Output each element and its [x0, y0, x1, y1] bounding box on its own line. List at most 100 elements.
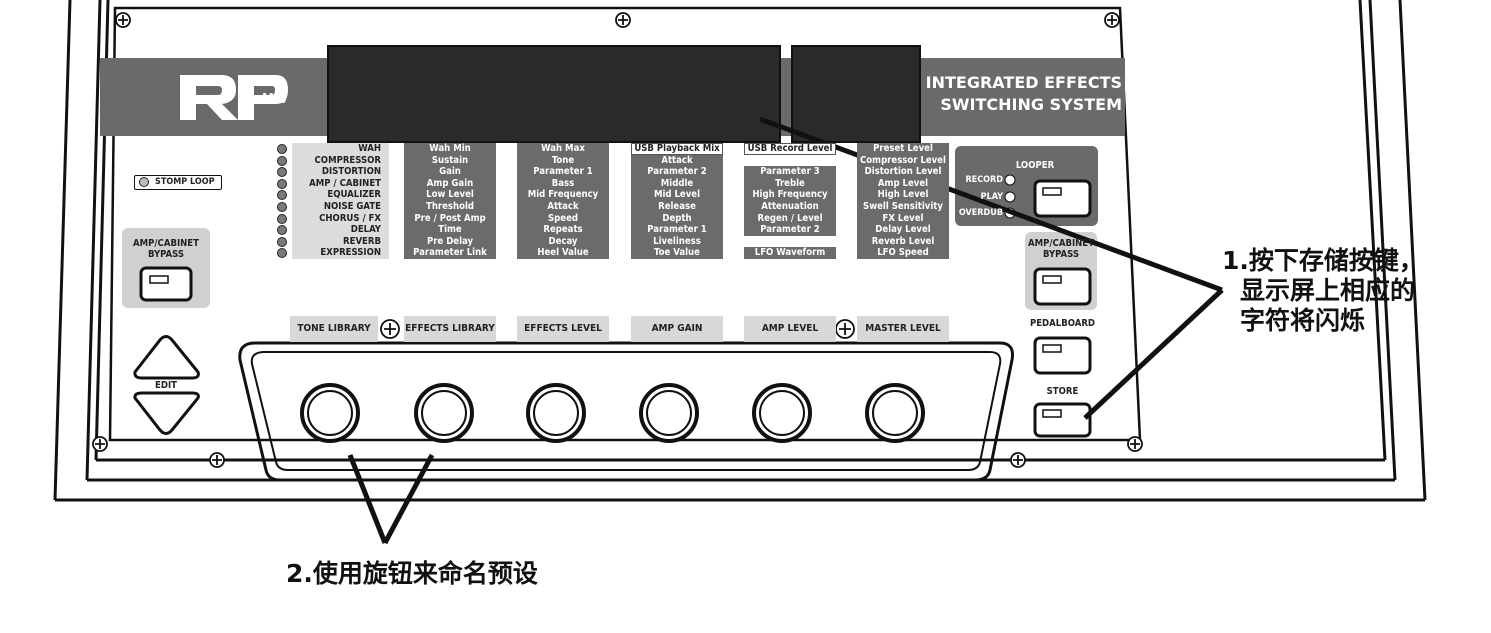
- parameter-label: Depth: [631, 212, 723, 225]
- parameter-label: USB Record Level: [744, 143, 836, 155]
- parameter-label: Pre / Post Amp: [404, 212, 496, 225]
- parameter-label: Attenuation: [744, 201, 836, 213]
- looper-play: PLAY: [980, 192, 1003, 202]
- parameter-label: [744, 236, 836, 248]
- parameter-label: Middle: [631, 177, 723, 190]
- parameter-label: Parameter 1: [631, 224, 723, 237]
- parameter-label: Wah Min: [404, 143, 496, 155]
- parameter-label: Gain: [404, 166, 496, 179]
- parameter-label: Pre Delay: [404, 235, 496, 248]
- annotation-knobs: 2.使用旋钮来命名预设: [286, 559, 538, 588]
- annotation-store: 1.按下存储按键， 显示屏上相应的 字符将闪烁: [1222, 246, 1424, 336]
- effect-label: EQUALIZER: [292, 189, 389, 202]
- amp-bypass-left-line2: BYPASS: [147, 249, 185, 260]
- edit-buttons: [133, 335, 200, 435]
- parameter-label: Liveliness: [631, 235, 723, 248]
- annotation-store-line1: 1.按下存储按键，: [1222, 246, 1424, 275]
- effect-led: [277, 190, 287, 201]
- parameter-label: Compressor Level: [857, 154, 949, 167]
- parameter-label: Toe Value: [631, 247, 723, 260]
- parameter-label: LFO Speed: [857, 247, 949, 260]
- effect-led: [277, 144, 287, 154]
- parameter-label: Speed: [517, 212, 609, 225]
- amp-bypass-right-line1: AMP/CABINET: [1028, 238, 1094, 249]
- edit-label: EDIT: [155, 380, 177, 391]
- parameter-label: Delay Level: [857, 224, 949, 237]
- effect-label: WAH: [292, 143, 389, 155]
- annotation-store-line3: 字符将闪烁: [1240, 306, 1366, 335]
- looper-title: LOOPER: [1015, 160, 1055, 171]
- parameter-label: Sustain: [404, 154, 496, 167]
- parameter-label: Distortion Level: [857, 166, 949, 179]
- parameter-label: Repeats: [517, 224, 609, 237]
- knob-label: AMP GAIN: [631, 316, 723, 342]
- looper-record: RECORD: [965, 175, 1003, 185]
- parameter-label: Attack: [631, 154, 723, 167]
- stomp-loop-led: [139, 177, 149, 187]
- effect-led: [277, 225, 287, 236]
- store-label: STORE: [1046, 386, 1079, 397]
- effect-label: COMPRESSOR: [292, 154, 389, 167]
- parameter-label: High Frequency: [744, 189, 836, 202]
- parameter-label: Decay: [517, 235, 609, 248]
- effect-label: NOISE GATE: [292, 201, 389, 213]
- header-right-title: INTEGRATED EFFECTS SWITCHING SYSTEM: [922, 72, 1122, 116]
- effect-led: [277, 202, 287, 212]
- parameter-label: FX Level: [857, 212, 949, 225]
- effect-led: [277, 167, 287, 178]
- amp-bypass-left-line1: AMP/CABINET: [133, 238, 199, 249]
- header-right-line1: INTEGRATED EFFECTS: [925, 73, 1122, 92]
- rp1000-logo: [180, 75, 288, 120]
- effect-led: [277, 178, 287, 189]
- logo-sub: 1000: [262, 92, 287, 107]
- parameter-label: Release: [631, 201, 723, 213]
- annotation-store-line2: 显示屏上相应的: [1240, 276, 1416, 305]
- parameter-label: Tone: [517, 154, 609, 167]
- parameter-label: Mid Frequency: [517, 189, 609, 202]
- effect-label: EXPRESSION: [292, 247, 389, 260]
- amp-bypass-right-label: AMP/CABINET BYPASS: [1025, 238, 1097, 260]
- stomp-loop-indicator: STOMP LOOP: [134, 175, 222, 190]
- parameter-label: Low Level: [404, 189, 496, 202]
- parameter-label: Regen / Level: [744, 212, 836, 225]
- parameter-label: Wah Max: [517, 143, 609, 155]
- parameter-label: Swell Sensitivity: [857, 201, 949, 213]
- knob-bay: [238, 341, 1014, 482]
- knob-label: TONE LIBRARY: [290, 316, 378, 342]
- secondary-display: [791, 45, 921, 143]
- parameter-label: Amp Level: [857, 177, 949, 190]
- amp-bypass-right-line2: BYPASS: [1042, 249, 1080, 260]
- effect-led: [277, 248, 287, 259]
- knob-label: AMP LEVEL: [744, 316, 836, 342]
- knob-label: EFFECTS LIBRARY: [404, 316, 496, 342]
- effect-label: DELAY: [292, 224, 389, 237]
- effect-label: AMP / CABINET: [292, 177, 389, 190]
- annotation-arrows: [347, 116, 1224, 545]
- parameter-label: Threshold: [404, 201, 496, 213]
- screws: [92, 12, 1143, 468]
- parameter-label: Reverb Level: [857, 235, 949, 248]
- effect-led: [277, 236, 287, 247]
- parameter-label: Heel Value: [517, 247, 609, 260]
- parameter-label: Bass: [517, 177, 609, 190]
- parameter-label: Time: [404, 224, 496, 237]
- parameter-label: Parameter 1: [517, 166, 609, 179]
- knobs: [300, 383, 925, 443]
- parameter-label: Parameter Link: [404, 247, 496, 260]
- parameter-label: Mid Level: [631, 189, 723, 202]
- amp-bypass-left-label: AMP/CABINET BYPASS: [122, 238, 210, 260]
- parameter-label: Amp Gain: [404, 177, 496, 190]
- parameter-label: Parameter 2: [744, 224, 836, 237]
- stomp-loop-label: STOMP LOOP: [155, 177, 215, 187]
- effect-led: [277, 155, 287, 166]
- knob-label: MASTER LEVEL: [857, 316, 949, 342]
- pedalboard-label: PEDALBOARD: [1029, 318, 1096, 329]
- knob-label: EFFECTS LEVEL: [517, 316, 609, 342]
- effect-label: REVERB: [292, 235, 389, 248]
- parameter-label: LFO Waveform: [744, 247, 836, 260]
- parameter-label: USB Playback Mix: [631, 143, 723, 155]
- parameter-label: Attack: [517, 201, 609, 213]
- parameter-label: Preset Level: [857, 143, 949, 155]
- footswitch-leds: [149, 187, 1062, 418]
